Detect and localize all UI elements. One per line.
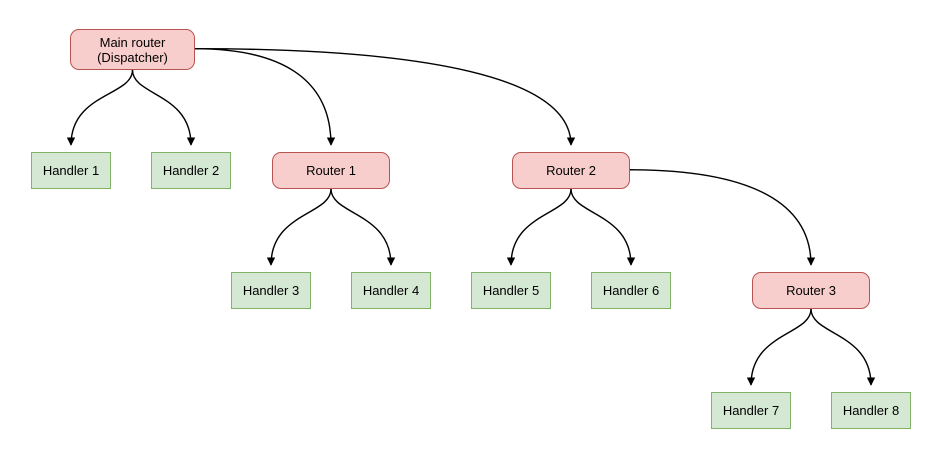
edge-main-to-handler-2 xyxy=(131,69,196,146)
edge-router-1-to-handler-3 xyxy=(266,188,332,266)
node-handler-3[interactable]: Handler 3 xyxy=(231,272,311,309)
edge-router-2-to-handler-6 xyxy=(570,188,636,266)
node-handler-6[interactable]: Handler 6 xyxy=(591,272,671,309)
edge-router-3-to-handler-7 xyxy=(746,308,812,386)
node-handler-1[interactable]: Handler 1 xyxy=(31,152,111,189)
node-label: Handler 6 xyxy=(602,283,660,298)
edge-main-to-router-1 xyxy=(194,47,336,146)
node-router-2[interactable]: Router 2 xyxy=(512,152,630,189)
node-label: Handler 2 xyxy=(162,163,220,178)
node-label: Handler 3 xyxy=(242,283,300,298)
node-label: Handler 4 xyxy=(362,283,420,298)
node-label: Router 2 xyxy=(546,163,596,178)
node-router-1[interactable]: Router 1 xyxy=(272,152,390,189)
node-label: Router 1 xyxy=(306,163,356,178)
node-label: Main router (Dispatcher) xyxy=(97,34,168,65)
node-handler-7[interactable]: Handler 7 xyxy=(711,392,791,429)
node-handler-5[interactable]: Handler 5 xyxy=(471,272,551,309)
edge-router-2-to-handler-5 xyxy=(506,188,572,266)
node-main-router[interactable]: Main router (Dispatcher) xyxy=(70,29,195,70)
edge-router-1-to-handler-4 xyxy=(330,188,396,266)
node-handler-8[interactable]: Handler 8 xyxy=(831,392,911,429)
edge-router-3-to-handler-8 xyxy=(810,308,876,386)
node-handler-4[interactable]: Handler 4 xyxy=(351,272,431,309)
node-label: Handler 1 xyxy=(42,163,100,178)
node-handler-2[interactable]: Handler 2 xyxy=(151,152,231,189)
node-label: Handler 5 xyxy=(482,283,540,298)
edge-main-to-router-2 xyxy=(194,47,576,146)
node-label: Handler 7 xyxy=(722,403,780,418)
node-router-3[interactable]: Router 3 xyxy=(752,272,870,309)
node-label: Router 3 xyxy=(786,283,836,298)
edge-router-2-to-router-3 xyxy=(629,169,816,266)
edge-main-to-handler-1 xyxy=(66,69,134,146)
node-label: Handler 8 xyxy=(842,403,900,418)
